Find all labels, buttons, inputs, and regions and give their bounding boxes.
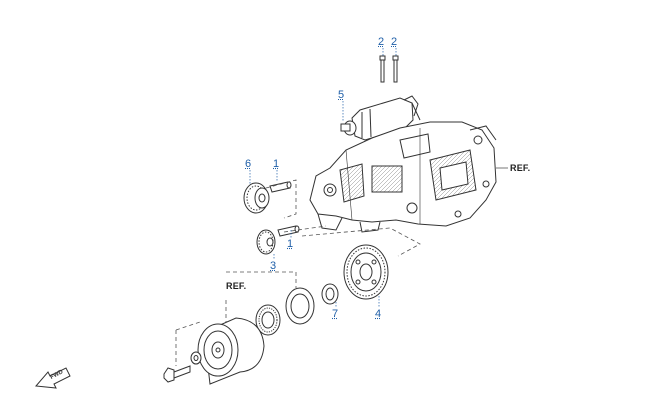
rotor-washer [190, 351, 202, 365]
callout-3[interactable]: 3 [270, 260, 277, 272]
crankcase-housing [309, 121, 497, 233]
flywheel-rotor [197, 317, 265, 385]
bearing-ring [285, 287, 315, 325]
ref-label-crankcase: REF. [510, 163, 531, 173]
one-way-clutch [255, 304, 281, 336]
callout-1-lower[interactable]: 1 [287, 238, 294, 250]
forward-direction-arrow-icon [34, 367, 71, 389]
callout-7[interactable]: 7 [332, 308, 339, 320]
starter-bolt-right [392, 55, 399, 83]
starter-bolt-left [379, 55, 386, 83]
callout-1-upper[interactable]: 1 [273, 158, 280, 170]
shaft-pin-lower [277, 225, 300, 237]
ring-gear-4 [343, 244, 389, 300]
idler-gear-6 [243, 182, 270, 214]
callout-4[interactable]: 4 [375, 308, 382, 320]
callout-2-left[interactable]: 2 [378, 36, 385, 48]
callout-5[interactable]: 5 [338, 89, 345, 101]
rotor-guide-line-2 [175, 321, 201, 331]
shaft-pin-upper [269, 181, 292, 193]
rotor-bolt [163, 365, 191, 383]
ref-label-rotor: REF. [226, 281, 247, 291]
thrust-washer-7 [321, 283, 339, 305]
callout-6[interactable]: 6 [245, 158, 252, 170]
callout-leaders [249, 48, 397, 308]
callout-2-right[interactable]: 2 [391, 36, 398, 48]
reduction-gear-3 [256, 229, 276, 255]
